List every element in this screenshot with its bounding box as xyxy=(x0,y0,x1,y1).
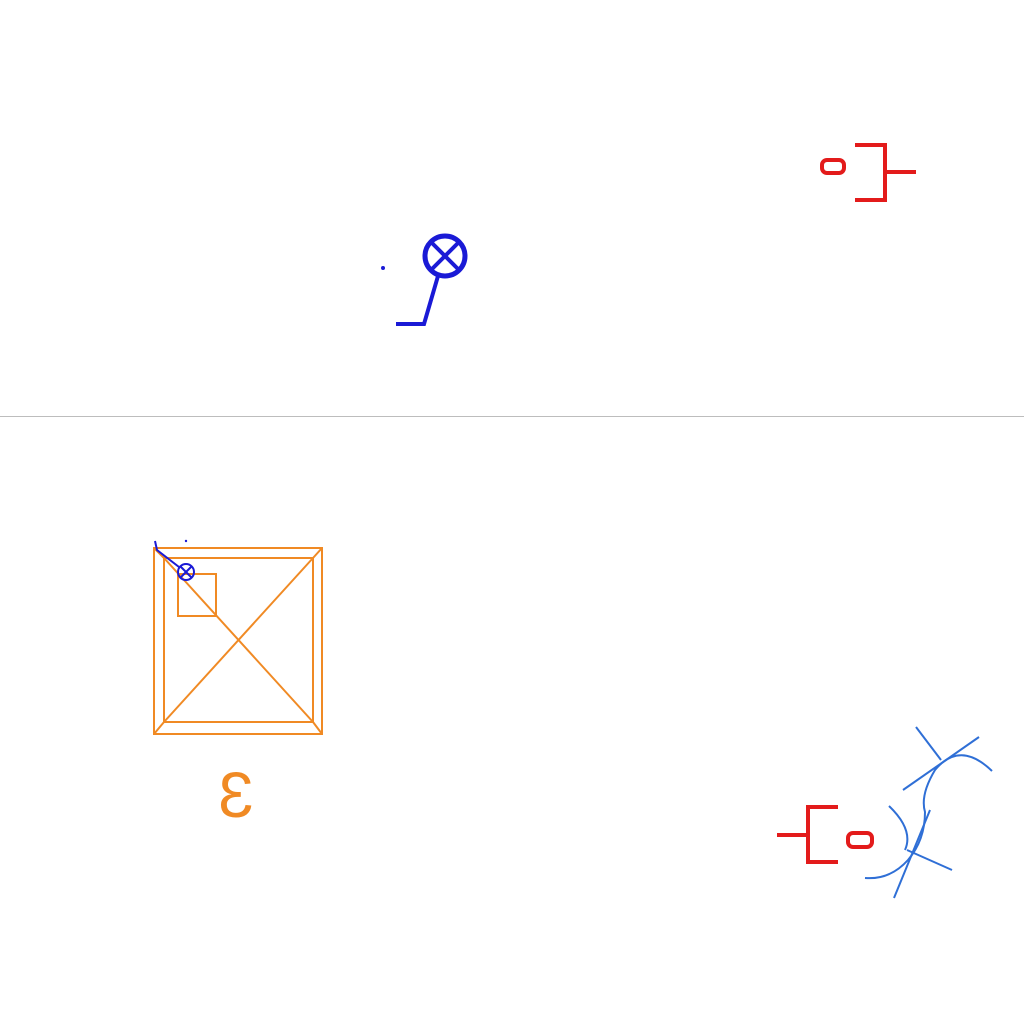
switch-bracket-icon xyxy=(820,143,916,202)
leader-line xyxy=(154,540,180,568)
arc-hatch-icon xyxy=(864,726,993,899)
wall-light-fixture xyxy=(154,539,195,581)
column-label: 3 xyxy=(218,759,254,831)
section-divider xyxy=(0,416,1024,417)
arc-hatch xyxy=(864,726,993,899)
column-box xyxy=(153,547,323,735)
leader-line xyxy=(396,275,440,326)
dot-marker xyxy=(381,266,385,270)
square-x-icon xyxy=(153,547,323,735)
wall-switch-upper xyxy=(820,143,916,202)
dot-marker xyxy=(184,539,188,543)
ceiling-light-fixture xyxy=(381,233,468,326)
circle-cross-icon xyxy=(422,233,468,279)
switch-bracket-icon xyxy=(777,805,874,864)
wall-switch-lower xyxy=(777,805,874,864)
circle-cross-icon xyxy=(177,563,195,581)
